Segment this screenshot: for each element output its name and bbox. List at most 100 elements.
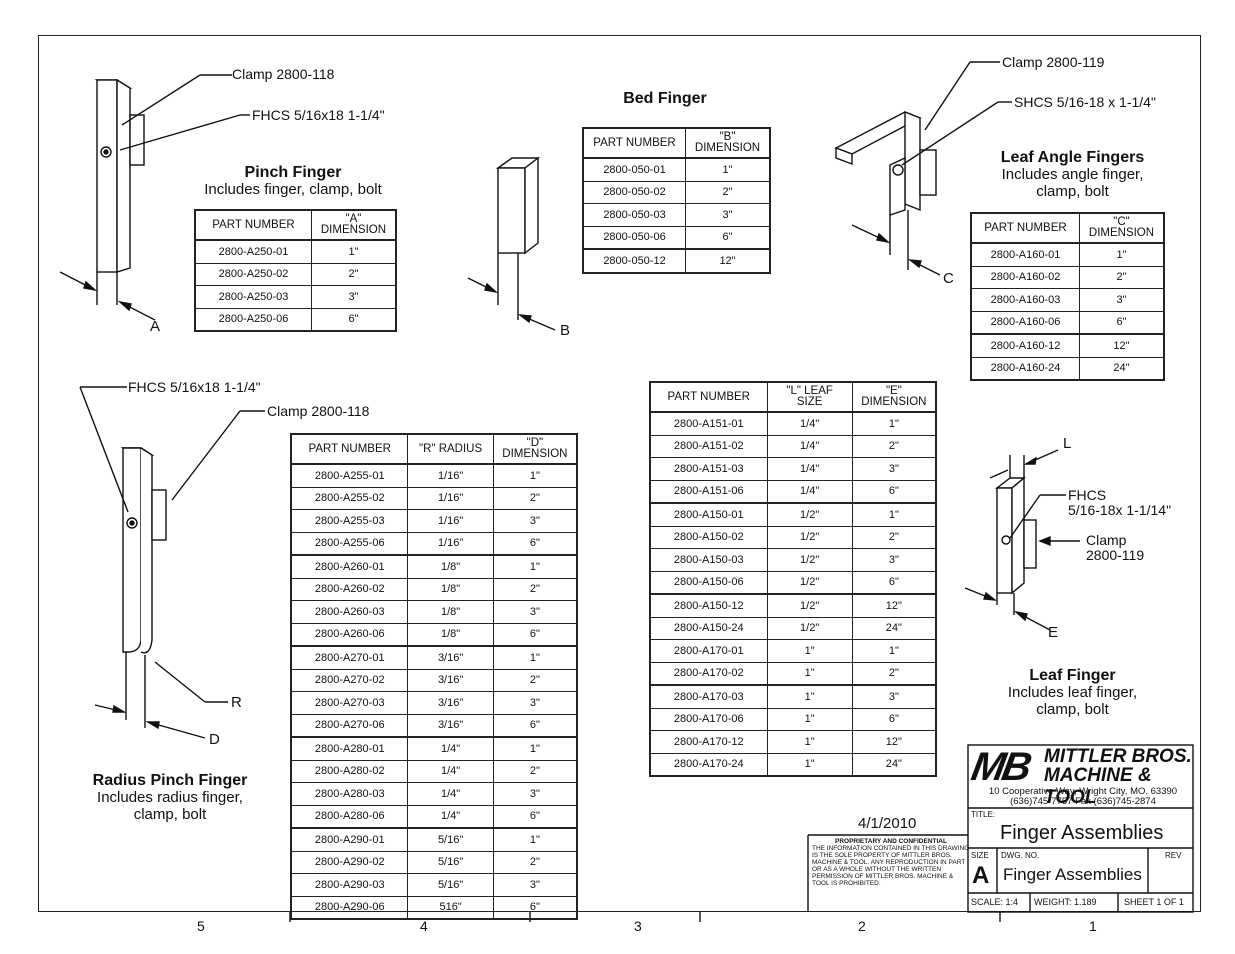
table-cell: 2800-A290-01 bbox=[290, 827, 409, 852]
table-cell: 2800-A255-06 bbox=[290, 531, 409, 556]
leaf-finger-title: Leaf Finger bbox=[1029, 667, 1116, 684]
table-cell: 2800-A170-12 bbox=[649, 730, 768, 754]
leaf-angle-heading: Leaf Angle Fingers Includes angle finger… bbox=[970, 149, 1175, 200]
zone-2: 2 bbox=[858, 918, 866, 934]
table-cell: 3/16" bbox=[407, 645, 494, 670]
table-cell: 516" bbox=[407, 895, 494, 920]
column-header: PART NUMBER bbox=[290, 433, 409, 465]
fhcs-left-callout: FHCS 5/16x18 1-1/4" bbox=[128, 379, 261, 395]
pinch-finger-heading: Pinch Finger Includes finger, clamp, bol… bbox=[188, 164, 398, 198]
table-cell: 2800-A160-03 bbox=[970, 288, 1080, 312]
dwg-number: Finger Assemblies bbox=[1003, 865, 1142, 884]
column-header: "B" DIMENSION bbox=[685, 127, 771, 159]
shcs-callout: SHCS 5/16-18 x 1-1/4" bbox=[1014, 94, 1156, 110]
table-cell: 2800-A270-06 bbox=[290, 713, 409, 738]
column-header: "R" RADIUS bbox=[407, 433, 494, 465]
table-cell: 1" bbox=[851, 411, 937, 436]
table-cell: 6" bbox=[492, 531, 578, 556]
zone-3: 3 bbox=[634, 918, 642, 934]
table-cell: 2" bbox=[492, 486, 578, 510]
table-cell: 1/16" bbox=[407, 531, 494, 556]
table-cell: 1/2" bbox=[766, 525, 853, 549]
drawing-border bbox=[38, 35, 1201, 912]
table-cell: 6" bbox=[851, 707, 937, 731]
table-cell: 2800-A290-06 bbox=[290, 895, 409, 920]
table-cell: 1/8" bbox=[407, 554, 494, 579]
column-header: "A" DIMENSION bbox=[310, 209, 397, 241]
leaf-finger-subtitle-2: clamp, bolt bbox=[1036, 701, 1109, 718]
table-cell: 2800-A290-02 bbox=[290, 850, 409, 874]
table-cell: 2800-A150-01 bbox=[649, 502, 768, 527]
radius-pinch-subtitle-2: clamp, bolt bbox=[133, 806, 207, 823]
table-cell: 2800-A151-06 bbox=[649, 479, 768, 504]
table-cell: 1" bbox=[492, 554, 578, 579]
table-cell: 1/16" bbox=[407, 509, 494, 533]
table-cell: 2800-A150-12 bbox=[649, 593, 768, 618]
table-cell: 1" bbox=[1078, 242, 1165, 267]
clamp-leaf-callout-1: Clamp bbox=[1086, 532, 1127, 548]
bed-finger-title: Bed Finger bbox=[623, 90, 707, 107]
column-header: PART NUMBER bbox=[582, 127, 687, 159]
table-cell: 1/2" bbox=[766, 502, 853, 527]
table-cell: 2800-A255-03 bbox=[290, 509, 409, 533]
proprietary-text: THE INFORMATION CONTAINED IN THIS DRAWIN… bbox=[812, 845, 970, 887]
address-line-1: 10 Cooperative Way, Wright City, MO. 633… bbox=[988, 786, 1178, 797]
table-cell: 3" bbox=[851, 457, 937, 481]
table-cell: 1/2" bbox=[766, 570, 853, 595]
table-cell: 2800-A280-01 bbox=[290, 736, 409, 761]
company-logo: MB MITTLER BROS. MACHINE & TOOL 10 Coope… bbox=[968, 745, 1192, 808]
table-cell: 1/8" bbox=[407, 600, 494, 624]
scale-value: SCALE: 1:4 bbox=[971, 897, 1019, 907]
table-cell: 3" bbox=[492, 691, 578, 715]
company-address: 10 Cooperative Way, Wright City, MO. 633… bbox=[974, 787, 1192, 807]
table-cell: 2800-A250-02 bbox=[194, 262, 312, 286]
leaf-finger-subtitle-1: Includes leaf finger, bbox=[1007, 684, 1138, 701]
table-cell: 12" bbox=[851, 730, 937, 754]
table-cell: 2800-A260-01 bbox=[290, 554, 409, 579]
rev-label: REV bbox=[1165, 851, 1182, 860]
pinch-finger-part bbox=[59, 74, 250, 321]
sheet-value: SHEET 1 OF 1 bbox=[1124, 897, 1184, 907]
table-cell: 1" bbox=[766, 661, 853, 686]
table-cell: 2800-050-03 bbox=[582, 203, 687, 227]
table-cell: 1" bbox=[492, 736, 578, 761]
table-cell: 1/8" bbox=[407, 577, 494, 601]
drawing-title: Finger Assemblies bbox=[1000, 822, 1164, 844]
zone-5: 5 bbox=[197, 918, 205, 934]
clamp-leaf-callout-2: 2800-119 bbox=[1086, 547, 1145, 563]
radius-pinch-title: Radius Pinch Finger bbox=[92, 772, 248, 789]
column-header: "D" DIMENSION bbox=[492, 433, 578, 465]
table-cell: 2" bbox=[492, 668, 578, 692]
table-cell: 2800-A160-01 bbox=[970, 242, 1080, 267]
table-cell: 2800-050-01 bbox=[582, 157, 687, 182]
column-header: "L" LEAF SIZE bbox=[766, 381, 853, 413]
table-cell: 5/16" bbox=[407, 873, 494, 897]
table-cell: 1/4" bbox=[766, 411, 853, 436]
table-cell: 2800-050-02 bbox=[582, 180, 687, 204]
table-cell: 3/16" bbox=[407, 713, 494, 738]
